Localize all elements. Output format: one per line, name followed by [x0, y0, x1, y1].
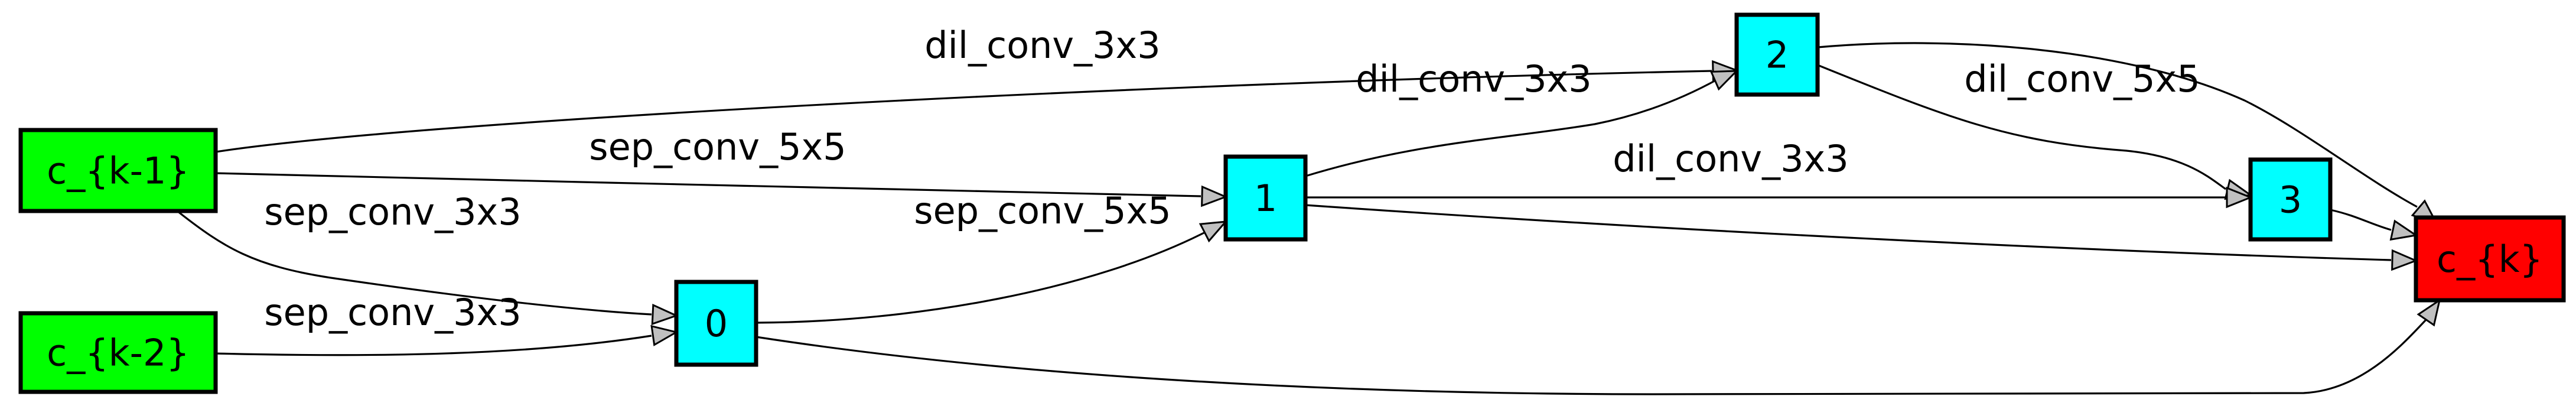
node-n0-box — [674, 280, 758, 367]
edge-n2-to-ck — [1817, 42, 2418, 208]
node-n0: 0 — [674, 280, 758, 367]
edge-ck1-to-n2 — [215, 70, 1712, 153]
node-n1-label: 1 — [1254, 177, 1277, 220]
node-ck2-label: c_{k-2} — [47, 332, 190, 375]
edge-label-n2-to-n3: dil_conv_5x5 — [1964, 57, 2200, 100]
node-n2-label: 2 — [1766, 34, 1789, 77]
edge-n1-to-ck — [1305, 204, 2392, 261]
edge-n2-to-n3 — [1817, 64, 2226, 190]
edge-label-ck2-to-n0: sep_conv_3x3 — [264, 291, 521, 334]
edge-label-ck1-to-n2: dil_conv_3x3 — [924, 24, 1160, 67]
edge-ck1-to-n1 — [215, 172, 1201, 197]
edge-label-n1-to-n2: dil_conv_3x3 — [1356, 57, 1591, 100]
node-ck-box — [2414, 215, 2566, 303]
node-n3-label: 3 — [2279, 178, 2302, 222]
edge-n0-to-n1 — [755, 231, 1207, 324]
edge-labels-layer: dil_conv_3x3 sep_conv_5x5 sep_conv_3x3 sep_… — [264, 24, 2200, 334]
edge-ck1-to-n0 — [177, 210, 652, 316]
edge-label-ck1-to-n0: sep_conv_3x3 — [264, 190, 521, 233]
edge-n0-to-ck — [755, 318, 2428, 395]
edge-n1-to-n3-arrowhead — [2226, 186, 2253, 209]
node-ck2-box — [18, 311, 218, 394]
edge-label-n1-to-n3: dil_conv_3x3 — [1613, 137, 1848, 180]
edge-ck2-to-n0-arrowhead — [650, 324, 679, 346]
node-ck1: c_{k-1} — [18, 128, 218, 213]
node-ck1-label: c_{k-1} — [47, 150, 190, 193]
edge-n3-to-ck — [2330, 209, 2392, 231]
edge-label-ck1-to-n1: sep_conv_5x5 — [589, 125, 846, 168]
node-n1: 1 — [1223, 154, 1308, 242]
node-n0-label: 0 — [705, 302, 728, 345]
edge-label-n0-to-n1: sep_conv_5x5 — [914, 189, 1171, 232]
edge-n0-to-ck-arrowhead — [2417, 298, 2441, 327]
edge-n1-to-n2 — [1305, 78, 1718, 177]
edge-ck2-to-n0 — [215, 335, 652, 356]
node-ck-label: c_{k} — [2437, 238, 2543, 281]
node-n2: 2 — [1734, 12, 1820, 97]
edges-layer — [177, 42, 2441, 395]
edge-n0-to-n1-arrowhead — [1199, 220, 1228, 243]
node-ck2: c_{k-2} — [18, 311, 218, 394]
node-ck: c_{k} — [2414, 215, 2566, 303]
edge-n3-to-ck-arrowhead — [2389, 219, 2418, 241]
nodes-layer: c_{k-1} c_{k-2} 0 1 2 3 c_{k} — [18, 12, 2566, 394]
edge-ck1-to-n0-arrowhead — [651, 303, 679, 326]
edge-ck1-to-n1-arrowhead — [1201, 185, 1229, 207]
node-n1-box — [1223, 154, 1308, 242]
edge-n1-to-n2-arrowhead — [1709, 70, 1739, 91]
node-n3: 3 — [2248, 157, 2333, 242]
node-ck1-box — [18, 128, 218, 213]
edge-n1-to-ck-arrowhead — [2391, 249, 2419, 271]
node-n2-box — [1734, 12, 1820, 97]
node-n3-box — [2248, 157, 2333, 242]
